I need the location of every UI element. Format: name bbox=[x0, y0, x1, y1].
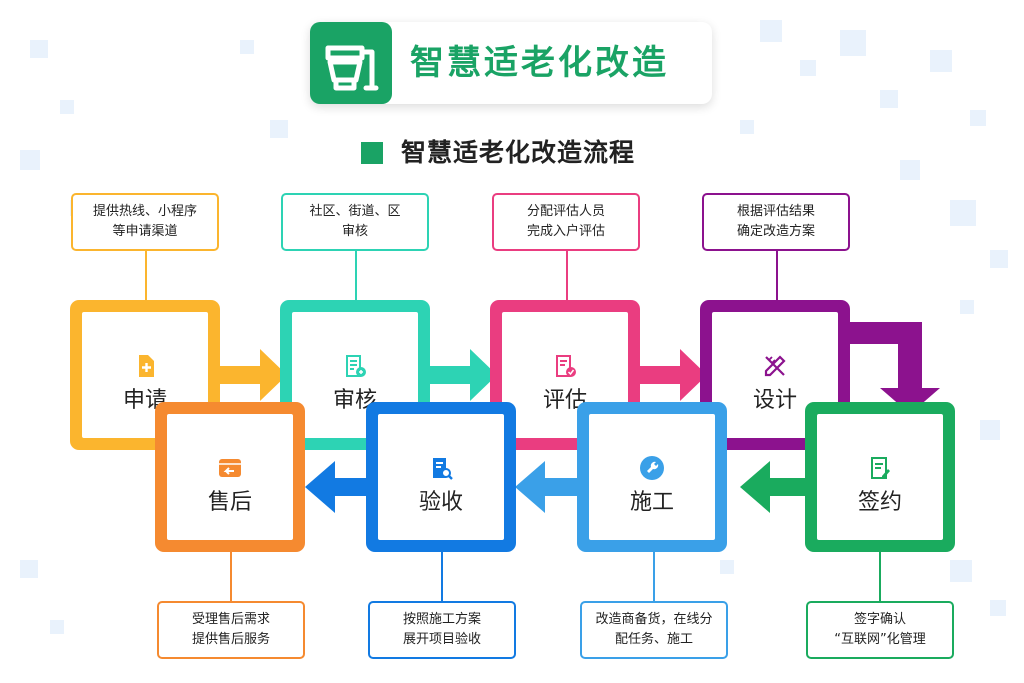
step-card-8: 售后 bbox=[155, 402, 305, 552]
connector-line bbox=[441, 552, 443, 601]
step-card-6: 施工 bbox=[577, 402, 727, 552]
background-square bbox=[740, 120, 754, 134]
description-line: 分配评估人员 bbox=[526, 204, 605, 219]
description-line: 完成入户评估 bbox=[526, 224, 605, 239]
description-text: 签字确认 “互联网”化管理 bbox=[834, 610, 925, 650]
description-text: 提供热线、小程序等申请渠道 bbox=[93, 202, 197, 242]
background-square bbox=[270, 120, 288, 138]
step-label: 验收 bbox=[418, 490, 463, 515]
background-square bbox=[930, 50, 952, 72]
arrow-assess-to-design bbox=[640, 349, 707, 401]
arrow-review-to-assess bbox=[430, 349, 497, 401]
description-line: 受理售后需求 bbox=[191, 612, 270, 627]
description-line: 配任务、施工 bbox=[614, 632, 693, 647]
add-file-icon bbox=[131, 352, 159, 380]
step-card-inner: 验收 bbox=[378, 414, 504, 540]
background-square bbox=[950, 200, 976, 226]
step-label: 设计 bbox=[752, 388, 797, 413]
step-description-4: 根据评估结果确定改造方案 bbox=[702, 193, 850, 251]
background-square bbox=[30, 40, 48, 58]
wrench-icon bbox=[638, 454, 666, 482]
step-label: 签约 bbox=[857, 490, 902, 515]
arrow-apply-to-review bbox=[220, 349, 287, 401]
description-line: 等申请渠道 bbox=[112, 224, 178, 239]
background-square bbox=[240, 40, 254, 54]
step-description-3: 分配评估人员完成入户评估 bbox=[492, 193, 640, 251]
sign-document-icon bbox=[866, 454, 894, 482]
step-card-7: 验收 bbox=[366, 402, 516, 552]
background-square bbox=[20, 560, 38, 578]
description-line: 提供热线、小程序 bbox=[92, 204, 197, 219]
background-square bbox=[800, 60, 816, 76]
connector-line bbox=[230, 552, 232, 601]
connector-line bbox=[566, 251, 568, 300]
description-line: 按照施工方案 bbox=[402, 612, 481, 627]
return-box-icon bbox=[216, 454, 244, 482]
step-card-2: 审核 bbox=[280, 300, 430, 450]
step-card-inner: 签约 bbox=[817, 414, 943, 540]
arrow-build-to-accept bbox=[515, 461, 577, 513]
toilet-handrail-icon bbox=[310, 22, 392, 104]
description-text: 改造商备货，在线分配任务、施工 bbox=[595, 610, 712, 650]
subtitle: 智慧适老化改造流程 bbox=[401, 138, 636, 167]
description-line: 确定改造方案 bbox=[736, 224, 815, 239]
review-document-icon bbox=[341, 352, 369, 380]
assessment-document-icon bbox=[551, 352, 579, 380]
header-title: 智慧适老化改造 bbox=[410, 43, 669, 83]
arrow-design-to-sign bbox=[848, 322, 940, 414]
step-description-8: 受理售后需求提供售后服务 bbox=[157, 601, 305, 659]
step-description-6: 改造商备货，在线分配任务、施工 bbox=[580, 601, 728, 659]
background-square bbox=[840, 30, 866, 56]
description-line: 签字确认 bbox=[853, 612, 906, 627]
search-document-icon bbox=[427, 454, 455, 482]
connector-line bbox=[879, 552, 881, 601]
background-square bbox=[20, 150, 40, 170]
description-text: 按照施工方案展开项目验收 bbox=[403, 610, 481, 650]
step-card-inner: 售后 bbox=[167, 414, 293, 540]
description-line: 展开项目验收 bbox=[402, 632, 481, 647]
step-description-1: 提供热线、小程序等申请渠道 bbox=[71, 193, 219, 251]
background-square bbox=[720, 560, 734, 574]
description-text: 分配评估人员完成入户评估 bbox=[527, 202, 605, 242]
background-square bbox=[950, 560, 972, 582]
header-banner: 智慧适老化改造 bbox=[310, 22, 712, 104]
pencil-ruler-icon bbox=[761, 352, 789, 380]
background-square bbox=[980, 420, 1000, 440]
background-square bbox=[880, 90, 898, 108]
subtitle-marker bbox=[361, 142, 383, 164]
arrow-accept-to-aftersale bbox=[305, 461, 366, 513]
step-card-5: 签约 bbox=[805, 402, 955, 552]
connector-line bbox=[653, 552, 655, 601]
connector-line bbox=[776, 251, 778, 300]
background-square bbox=[760, 20, 782, 42]
step-card-inner: 施工 bbox=[589, 414, 715, 540]
connector-line bbox=[145, 251, 147, 300]
step-label: 售后 bbox=[207, 490, 252, 515]
background-square bbox=[60, 100, 74, 114]
description-text: 社区、街道、区审核 bbox=[309, 202, 400, 242]
step-description-2: 社区、街道、区审核 bbox=[281, 193, 429, 251]
description-line: 改造商备货，在线分 bbox=[595, 612, 713, 627]
step-label: 施工 bbox=[629, 490, 674, 515]
step-description-7: 按照施工方案展开项目验收 bbox=[368, 601, 516, 659]
background-square bbox=[990, 600, 1006, 616]
description-text: 根据评估结果确定改造方案 bbox=[737, 202, 815, 242]
arrow-sign-to-build bbox=[740, 461, 805, 513]
description-line: 根据评估结果 bbox=[736, 204, 815, 219]
description-text: 受理售后需求提供售后服务 bbox=[192, 610, 270, 650]
background-square bbox=[50, 620, 64, 634]
description-line: 审核 bbox=[341, 224, 368, 239]
background-square bbox=[960, 300, 974, 314]
background-square bbox=[970, 110, 986, 126]
connector-line bbox=[355, 251, 357, 300]
step-description-5: 签字确认 “互联网”化管理 bbox=[806, 601, 954, 659]
background-square bbox=[900, 160, 920, 180]
description-line: 社区、街道、区 bbox=[309, 204, 401, 219]
background-square bbox=[990, 250, 1008, 268]
description-line: “互联网”化管理 bbox=[834, 632, 926, 647]
description-line: 提供售后服务 bbox=[191, 632, 270, 647]
